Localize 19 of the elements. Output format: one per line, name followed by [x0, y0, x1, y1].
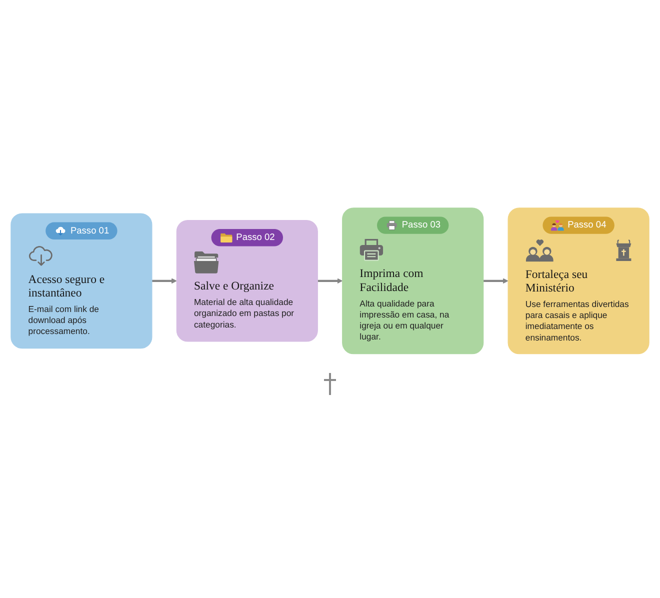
arrow	[152, 278, 177, 284]
card-title: Acesso seguro e instantâneo	[28, 272, 106, 300]
card-description: Alta qualidade para impressão em casa, na igreja ou em qualquer lugar.	[360, 298, 450, 342]
step-card	[508, 208, 650, 354]
step-card	[342, 208, 484, 354]
step-label: Passo 01	[70, 225, 110, 236]
card-title: Fortaleça seu Ministério	[525, 268, 589, 296]
card-description: Use ferramentas divertidas para casais e aplique imediatamente os ensinamentos.	[525, 298, 630, 343]
step-label: Passo 02	[236, 232, 275, 244]
arrow	[318, 278, 343, 284]
step-label: Passo 04	[568, 220, 606, 231]
card-description: E-mail com link de download após processamento.	[28, 303, 100, 337]
step-card	[176, 220, 318, 342]
card-description: Material de alta qualidade organizado em pastas por categorias.	[194, 296, 296, 330]
step-card	[10, 213, 152, 349]
arrow	[483, 278, 508, 284]
card-title: Imprima com Facilidade	[360, 267, 424, 295]
card-title: Salve e Organize	[194, 280, 275, 294]
step-label: Passo 03	[402, 220, 441, 231]
